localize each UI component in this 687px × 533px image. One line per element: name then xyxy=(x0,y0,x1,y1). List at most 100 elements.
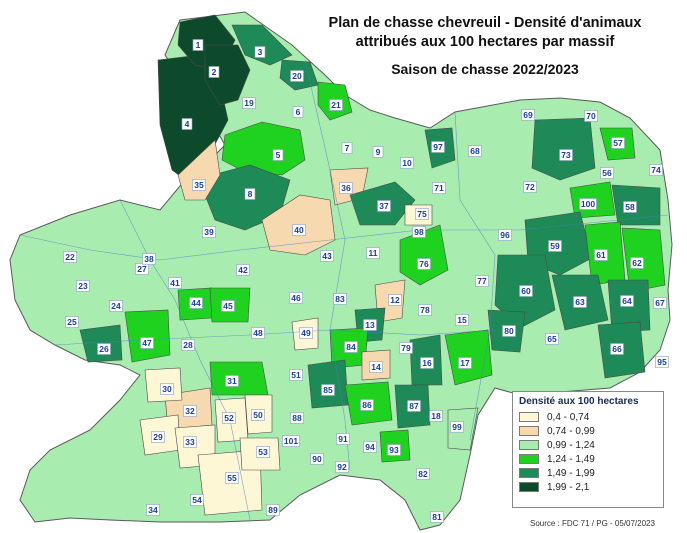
massif-label-box xyxy=(221,300,235,312)
massif-number: 25 xyxy=(67,317,77,327)
massif-number: 64 xyxy=(622,296,632,306)
massif-label-box xyxy=(548,240,562,252)
massif-label-box xyxy=(190,494,204,506)
massif-label: 63 xyxy=(573,296,587,308)
massif-number: 95 xyxy=(657,357,667,367)
massif-label: 56 xyxy=(600,167,614,179)
massif-number: 46 xyxy=(291,293,301,303)
massif-label-box xyxy=(289,292,303,304)
massif-label: 86 xyxy=(360,399,374,411)
massif-label-box xyxy=(225,375,239,387)
legend-swatch xyxy=(519,426,539,436)
massif-label: 70 xyxy=(584,110,598,122)
massif-label-box xyxy=(377,200,391,212)
massif-number: 5 xyxy=(276,150,281,160)
massif-number: 89 xyxy=(268,505,278,515)
massif-label: 17 xyxy=(458,357,472,369)
massif-label: 81 xyxy=(430,511,444,523)
massif-label-box xyxy=(458,357,472,369)
massif-number: 79 xyxy=(401,343,411,353)
massif-label: 34 xyxy=(146,504,160,516)
massif-number: 93 xyxy=(389,445,399,455)
legend-title: Densité aux 100 hectares xyxy=(519,396,639,407)
massif-label-box xyxy=(181,118,193,130)
massif-label: 78 xyxy=(418,304,432,316)
massif-number: 62 xyxy=(632,258,642,268)
massif-number: 90 xyxy=(312,454,322,464)
massif-number: 27 xyxy=(137,264,147,274)
map-subtitle-season: Saison de chasse 2022/2023 xyxy=(391,61,579,77)
massif-number: 100 xyxy=(581,199,595,209)
massif-number: 20 xyxy=(292,71,302,81)
patch-massif-73 xyxy=(531,117,596,181)
massif-number: 97 xyxy=(433,142,443,152)
massif-number: 24 xyxy=(111,301,121,311)
massif-label-box xyxy=(160,383,174,395)
massif-number: 65 xyxy=(547,334,557,344)
massif-number: 69 xyxy=(523,110,533,120)
massif-label-box xyxy=(333,293,347,305)
massif-label-box xyxy=(242,97,256,109)
massif-label-box xyxy=(222,412,236,424)
massif-label: 96 xyxy=(498,229,512,241)
massif-number: 31 xyxy=(227,376,237,386)
massif-number: 19 xyxy=(244,98,254,108)
massif-label-box xyxy=(202,226,216,238)
massif-label: 59 xyxy=(548,240,562,252)
massif-number: 87 xyxy=(409,401,419,411)
massif-label-box xyxy=(455,314,469,326)
massif-label-box xyxy=(430,511,444,523)
massif-label: 73 xyxy=(559,149,573,161)
massif-number: 61 xyxy=(596,250,606,260)
massif-label: 29 xyxy=(151,431,165,443)
massif-label-box xyxy=(468,145,482,157)
massif-label-box xyxy=(310,453,324,465)
massif-number: 8 xyxy=(248,189,253,199)
massif-label: 76 xyxy=(417,258,431,270)
massif-label: 26 xyxy=(97,343,111,355)
massif-label-box xyxy=(429,410,443,422)
massif-number: 101 xyxy=(284,436,298,446)
legend-label: 0,4 - 0,74 xyxy=(547,411,590,423)
massif-label: 10 xyxy=(400,157,414,169)
massif-label-box xyxy=(192,179,206,191)
massif-label: 46 xyxy=(289,292,303,304)
massif-label: 77 xyxy=(475,275,489,287)
massif-label-box xyxy=(292,106,304,118)
massif-label: 33 xyxy=(183,436,197,448)
massif-label: 48 xyxy=(251,327,265,339)
massif-label-box xyxy=(523,181,537,193)
massif-label-box xyxy=(208,66,220,78)
massif-label: 75 xyxy=(415,208,429,220)
massif-number: 14 xyxy=(371,362,381,372)
massif-label-box xyxy=(573,296,587,308)
massif-label: 9 xyxy=(372,146,384,158)
legend-label: 1,99 - 2,1 xyxy=(547,481,590,493)
massif-number: 75 xyxy=(417,209,427,219)
massif-label: 64 xyxy=(620,295,634,307)
massif-number: 76 xyxy=(419,259,429,269)
massif-label: 43 xyxy=(320,250,334,262)
massif-label: 36 xyxy=(339,182,353,194)
massif-label-box xyxy=(594,249,608,261)
massif-number: 6 xyxy=(296,107,301,117)
massif-label-box xyxy=(168,277,182,289)
massif-label-box xyxy=(244,188,256,200)
massif-label-box xyxy=(181,339,195,351)
legend-swatch xyxy=(519,482,539,492)
massif-number: 86 xyxy=(362,400,372,410)
massif-label-box xyxy=(655,356,669,368)
massif-label: 98 xyxy=(412,226,426,238)
patch-massif-35 xyxy=(177,139,221,201)
massif-label-box xyxy=(559,149,573,161)
massif-number: 82 xyxy=(418,469,428,479)
legend-item: 1,99 - 2,1 xyxy=(519,480,657,494)
massif-number: 66 xyxy=(612,344,622,354)
massif-number: 92 xyxy=(337,462,347,472)
massif-label: 84 xyxy=(344,341,358,353)
massif-label: 68 xyxy=(468,145,482,157)
massif-label-box xyxy=(336,433,350,445)
